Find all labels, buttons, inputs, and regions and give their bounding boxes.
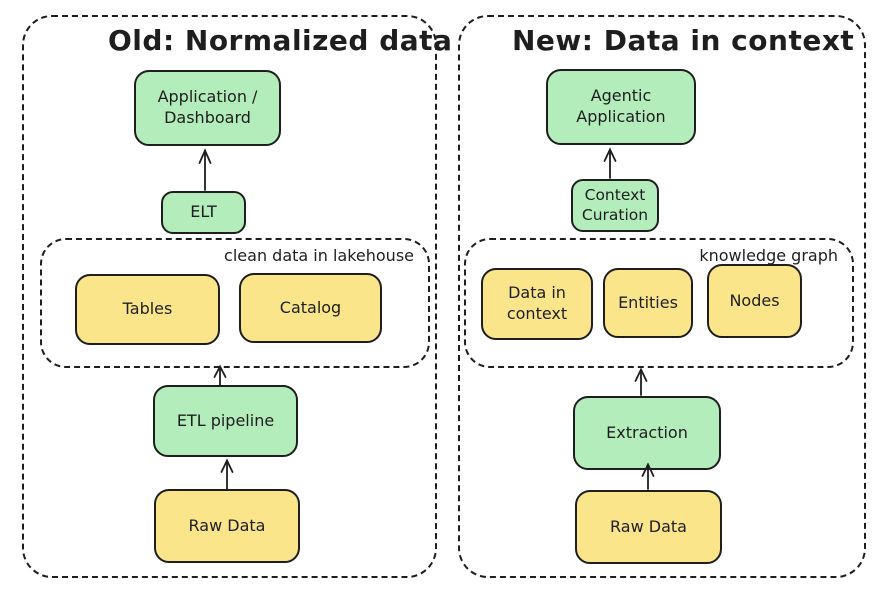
entities-label: Entities (618, 292, 678, 312)
arrow-rawdata-to-extraction-icon (638, 461, 658, 490)
nodes-box: Nodes (707, 264, 802, 338)
knowledge-graph-group: knowledge graph (464, 238, 854, 368)
lakehouse-group: clean data in lakehouse (40, 238, 430, 368)
agentic-application-label-line1: Agentic (590, 86, 652, 106)
agentic-application-box: Agentic Application (546, 69, 696, 145)
agentic-application-label-line2: Application (576, 107, 666, 126)
etl-pipeline-label: ETL pipeline (176, 410, 275, 430)
arrow-extraction-to-kg-icon (631, 366, 651, 396)
extraction-label: Extraction (606, 422, 688, 442)
context-curation-box: Context Curation (571, 179, 659, 232)
context-curation-label-line1: Context (584, 186, 646, 205)
application-dashboard-label-line2: Dashboard (164, 108, 251, 127)
arrow-etl-to-lakehouse-icon (210, 364, 230, 387)
old-panel (22, 15, 437, 578)
raw-data-new-label: Raw Data (610, 516, 687, 536)
catalog-label: Catalog (279, 297, 342, 317)
new-panel (458, 15, 866, 578)
context-curation-label-line2: Curation (581, 205, 649, 224)
application-dashboard-box: Application / Dashboard (134, 70, 281, 146)
elt-box: ELT (161, 191, 246, 234)
arrow-rawdata-to-etl-icon (217, 457, 237, 490)
arrow-curation-to-agentic-icon (600, 146, 620, 179)
etl-pipeline-box: ETL pipeline (153, 385, 298, 457)
tables-box: Tables (75, 274, 220, 345)
elt-label: ELT (190, 202, 217, 222)
extraction-box: Extraction (573, 396, 721, 470)
data-in-context-label-line2: context (506, 304, 568, 323)
data-in-context-box: Data in context (481, 268, 593, 340)
tables-label: Tables (122, 299, 173, 319)
raw-data-box-old: Raw Data (154, 489, 300, 563)
lakehouse-group-label: clean data in lakehouse (224, 246, 414, 265)
nodes-label: Nodes (729, 290, 780, 310)
old-panel-title: Old: Normalized data (108, 24, 453, 57)
data-in-context-label-line1: Data in (508, 283, 566, 303)
raw-data-box-new: Raw Data (575, 490, 722, 564)
new-panel-title: New: Data in context (512, 24, 855, 57)
catalog-box: Catalog (239, 273, 382, 343)
raw-data-old-label: Raw Data (188, 515, 266, 535)
application-dashboard-label-line1: Application / (157, 87, 258, 107)
knowledge-graph-group-label: knowledge graph (699, 246, 838, 265)
arrow-elt-to-application-icon (195, 147, 215, 191)
entities-box: Entities (603, 268, 693, 338)
